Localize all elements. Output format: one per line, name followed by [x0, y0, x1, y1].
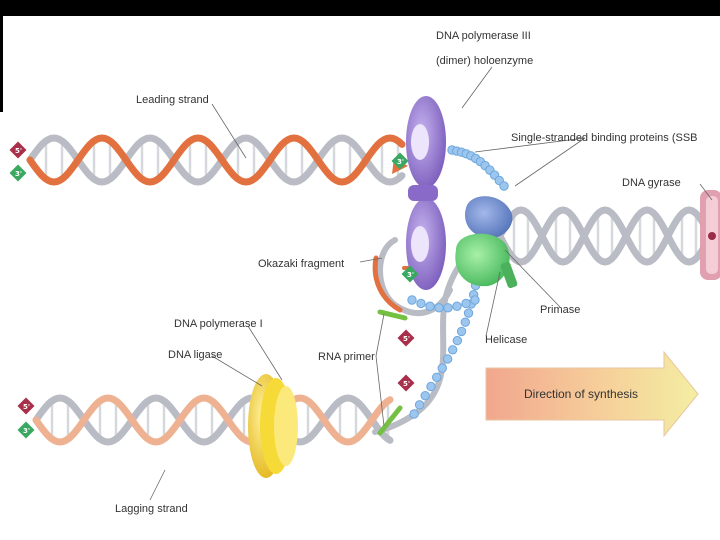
ssb-bead — [452, 301, 462, 311]
ssb-bead — [437, 363, 447, 373]
label-3prime-fork: 3' — [397, 158, 404, 166]
ssb-bead — [447, 345, 458, 355]
rna-primer-lower — [377, 405, 403, 436]
label-rna-primer: RNA primer — [318, 351, 375, 363]
label-5prime-bottom-left: 5' — [23, 403, 30, 411]
top-bar — [0, 0, 720, 16]
ssb-bead — [407, 295, 417, 305]
label-dna-gyrase: DNA gyrase — [622, 177, 681, 189]
okazaki-fragment-strand — [372, 255, 403, 313]
leading-strand-helix — [26, 134, 408, 186]
dna-ligase-and-pol-i — [248, 374, 298, 478]
label-lagging-strand: Lagging strand — [115, 503, 188, 515]
label-ssb: Single-stranded binding proteins (SSB — [511, 132, 698, 144]
direction-of-synthesis-arrow — [485, 350, 699, 438]
ssb-bead — [426, 381, 436, 392]
ssb-bead — [434, 303, 444, 313]
label-pol3-line1: DNA polymerase III — [436, 30, 531, 42]
primase-shape — [464, 196, 513, 239]
ssb-bead — [409, 409, 419, 419]
lagging-helix-strand-a — [32, 394, 394, 446]
ssb-bead — [452, 335, 463, 346]
leader-lines — [149, 66, 713, 501]
helicase-shape — [455, 233, 510, 287]
label-direction-of-synthesis: Direction of synthesis — [524, 387, 638, 401]
parental-dna-helix — [496, 206, 711, 266]
ssb-bead — [460, 317, 470, 327]
ssb-bead — [443, 303, 453, 313]
label-helicase: Helicase — [485, 334, 527, 346]
label-primase: Primase — [540, 304, 580, 316]
ssb-bead — [456, 326, 467, 337]
label-leading-strand: Leading strand — [136, 94, 209, 106]
label-dna-ligase: DNA ligase — [168, 349, 222, 361]
leading-helix-strand-b — [26, 134, 406, 186]
left-edge-bar — [0, 16, 3, 112]
ssb-bead — [470, 295, 480, 305]
ssb-bead — [416, 298, 426, 309]
ssb-bead — [442, 354, 453, 364]
ssb-bead — [499, 181, 509, 191]
parental-helix-strand-a — [496, 206, 711, 266]
label-3prime-top-left: 3' — [15, 170, 22, 178]
lagging-strand-helix — [32, 394, 394, 446]
ssb-bead — [414, 400, 425, 410]
ssb-bead — [425, 301, 435, 311]
ssb-bead — [463, 308, 474, 318]
lagging-helix-strand-b — [32, 394, 394, 446]
leading-helix-strand-a — [26, 134, 406, 186]
ssb-bead — [461, 298, 471, 309]
label-3prime-okazaki: 3' — [407, 271, 414, 279]
dna-polymerase-iii-dimer — [406, 96, 446, 290]
label-pol3-line2: (dimer) holoenzyme — [436, 55, 533, 67]
ssb-protein-beads — [407, 145, 509, 419]
label-5prime-primer-upper: 5' — [403, 335, 410, 343]
parental-helix-strand-b — [496, 206, 711, 266]
label-dna-polymerase-i: DNA polymerase I — [174, 318, 263, 330]
label-5prime-primer-lower: 5' — [403, 380, 410, 388]
label-5prime-top-left: 5' — [15, 147, 22, 155]
dna-gyrase — [700, 190, 720, 280]
rna-primer-upper — [377, 309, 408, 321]
ssb-bead — [420, 390, 430, 401]
helicase-side-bar — [500, 261, 518, 289]
ssb-bead — [431, 372, 442, 382]
label-3prime-bottom-left: 3' — [23, 427, 30, 435]
label-okazaki-fragment: Okazaki fragment — [258, 258, 344, 270]
